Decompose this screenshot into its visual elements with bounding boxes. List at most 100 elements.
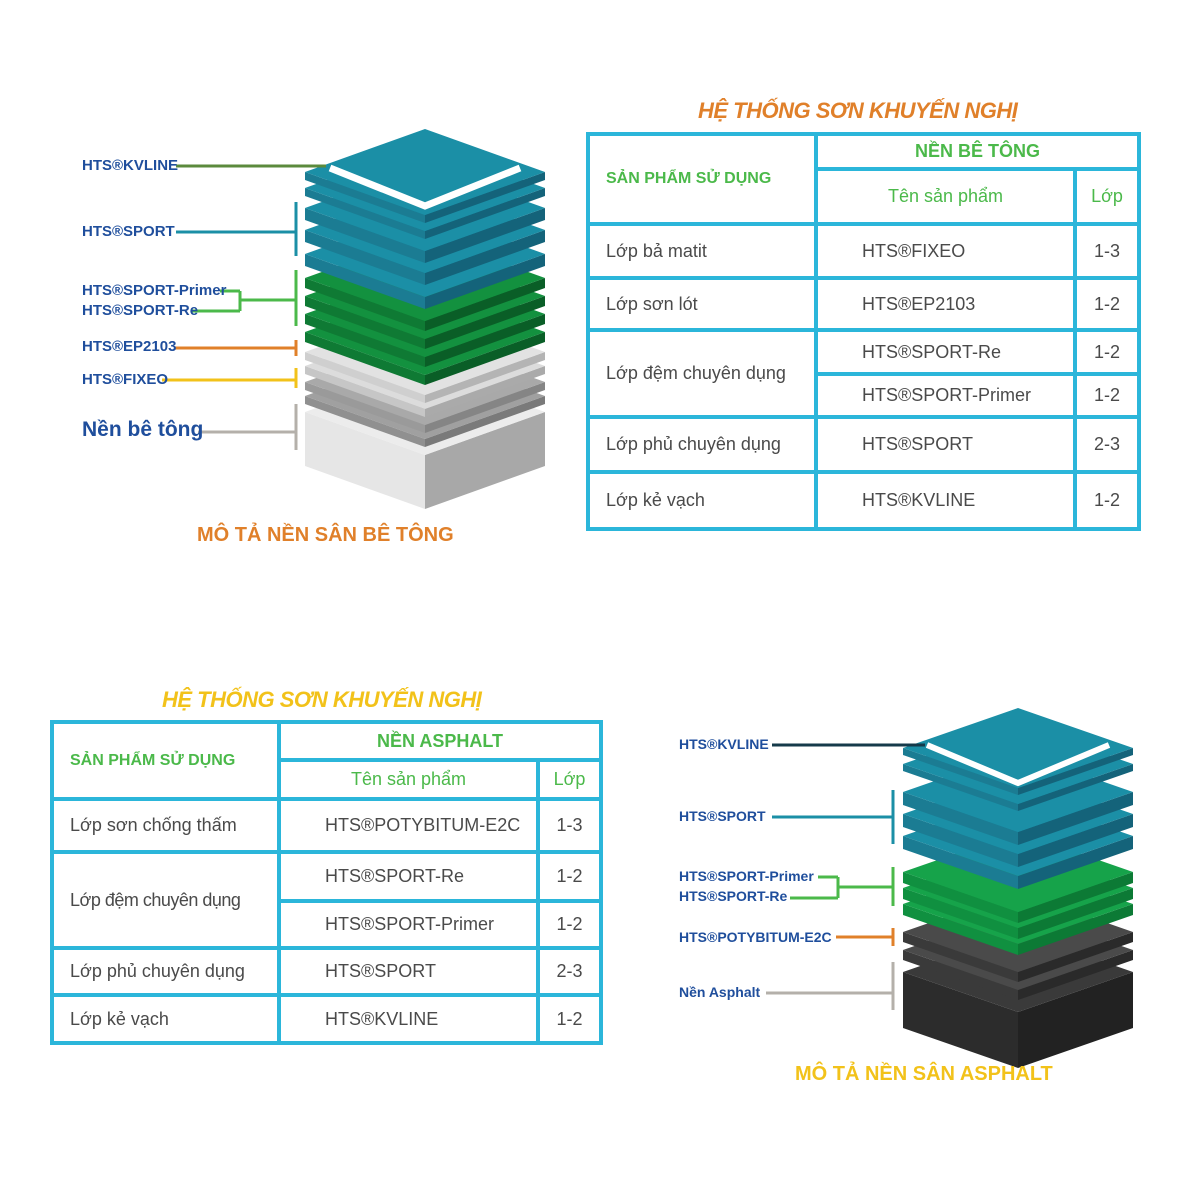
concrete-kvline-layer-top-face bbox=[305, 129, 545, 215]
label-fixeo: HTS®FIXEO bbox=[82, 371, 169, 388]
col-header-coats: Lớp bbox=[1072, 167, 1142, 226]
label-kvline: HTS®KVLINE bbox=[82, 157, 179, 174]
asphalt-sport-re-layer-right-face bbox=[1018, 872, 1133, 923]
asphalt-sport-primer-layer-left-face bbox=[903, 904, 1018, 955]
cell-product: HTS®SPORT-Primer bbox=[277, 899, 540, 950]
concrete-sport-re-layer-right-face bbox=[425, 278, 545, 331]
concrete-sport-primer-layer-right-face bbox=[425, 332, 545, 385]
cell-product: HTS®EP2103 bbox=[814, 276, 1077, 332]
asphalt-title: HỆ THỐNG SƠN KHUYẾN NGHỊ bbox=[162, 687, 482, 712]
concrete-sport-primer-layer-right-face bbox=[425, 314, 545, 367]
label-sport-primer: HTS®SPORT-Primer bbox=[679, 868, 814, 884]
concrete-sport-primer-layer-left-face bbox=[305, 332, 425, 385]
cell-coats: 1-2 bbox=[536, 899, 603, 950]
asphalt-potybitum-layer-left-face bbox=[903, 932, 1018, 982]
concrete-fixeo-layer-left-face bbox=[305, 396, 425, 447]
label-concrete-base: Nền bê tông bbox=[82, 418, 204, 441]
asphalt-potybitum-layer-right-face bbox=[1018, 932, 1133, 982]
concrete-sport-layer-left-face bbox=[305, 254, 425, 309]
cell-layer: Lớp phủ chuyên dụng bbox=[50, 946, 281, 997]
cell-coats: 1-2 bbox=[536, 850, 603, 903]
asphalt-sport-primer-layer-right-face bbox=[1018, 904, 1133, 955]
asphalt-sport-layer-right-face bbox=[1018, 814, 1133, 867]
asphalt-asphalt-block-right-face bbox=[1018, 972, 1133, 1068]
asphalt-sport-layer-left-face bbox=[903, 814, 1018, 867]
table-row: Lớp đệm chuyên dụng HTS®SPORT-Re 1-2 bbox=[50, 850, 603, 950]
cell-product: HTS®SPORT bbox=[277, 946, 540, 997]
cell-layer: Lớp sơn chống thấm bbox=[50, 797, 281, 854]
concrete-kvline-layer-right-face bbox=[425, 172, 545, 223]
table-row: Lớp kẻ vạch HTS®KVLINE 1-2 bbox=[586, 470, 1142, 531]
cell-layer: Lớp kẻ vạch bbox=[586, 470, 818, 531]
concrete-fixeo-layer-right-face bbox=[425, 382, 545, 433]
concrete-ep2103-layer-right-face bbox=[425, 366, 545, 417]
table-row: Lớp sơn lót HTS®EP2103 1-2 bbox=[586, 276, 1142, 332]
cell-coats: 1-2 bbox=[1072, 470, 1142, 531]
cell-coats: 2-3 bbox=[1072, 415, 1142, 474]
table-row: Lớp đệm chuyên dụng HTS®SPORT-Re 1-2 bbox=[586, 328, 1142, 419]
asphalt-sport-layer-left-face bbox=[903, 792, 1018, 845]
concrete-sport-layer-right-face bbox=[425, 254, 545, 309]
cell-product: HTS®FIXEO bbox=[814, 222, 1077, 280]
concrete-sport-primer-layer-left-face bbox=[305, 314, 425, 367]
cell-product: HTS®SPORT bbox=[814, 415, 1077, 474]
asphalt-kvline-layer-left-face bbox=[903, 764, 1018, 811]
concrete-ep2103-layer-left-face bbox=[305, 366, 425, 417]
asphalt-kvline-layer-right-face bbox=[1018, 764, 1133, 811]
cell-product: HTS®SPORT-Re bbox=[277, 850, 540, 903]
concrete-sport-layer-left-face bbox=[305, 188, 425, 239]
concrete-spec-table: SẢN PHẨM SỬ DỤNG NỀN BÊ TÔNG Tên sản phẩ… bbox=[586, 132, 1142, 531]
cell-product: HTS®KVLINE bbox=[814, 470, 1077, 531]
concrete-fixeo-layer-right-face bbox=[425, 396, 545, 447]
label-sport-re: HTS®SPORT-Re bbox=[82, 302, 199, 319]
table-row: Lớp bả matit HTS®FIXEO 1-3 bbox=[586, 222, 1142, 280]
cell-layer: Lớp đệm chuyên dụng bbox=[50, 850, 281, 950]
concrete-fixeo-layer-left-face bbox=[305, 382, 425, 433]
cell-layer: Lớp phủ chuyên dụng bbox=[586, 415, 818, 474]
label-ep2103: HTS®EP2103 bbox=[82, 338, 177, 355]
cell-layer: Lớp kẻ vạch bbox=[50, 993, 281, 1045]
cell-product: HTS®POTYBITUM-E2C bbox=[277, 797, 540, 854]
table-row: Lớp kẻ vạch HTS®KVLINE 1-2 bbox=[50, 993, 603, 1045]
concrete-sport-re-layer-left-face bbox=[305, 296, 425, 349]
asphalt-potybitum-layer-left-face bbox=[903, 950, 1018, 1000]
asphalt-kvline-layer-right-face bbox=[1018, 748, 1133, 795]
concrete-ep2103-layer-right-face bbox=[425, 352, 545, 403]
cell-coats: 2-3 bbox=[536, 946, 603, 997]
concrete-concrete-block-left-face bbox=[305, 412, 425, 509]
cell-product: HTS®KVLINE bbox=[277, 993, 540, 1045]
cell-product: HTS®SPORT-Primer bbox=[814, 372, 1077, 419]
asphalt-sport-primer-layer-right-face bbox=[1018, 888, 1133, 939]
col-header-products: SẢN PHẨM SỬ DỤNG bbox=[50, 720, 281, 801]
asphalt-kvline-white-line bbox=[925, 742, 1111, 787]
asphalt-caption: MÔ TẢ NỀN SÂN ASPHALT bbox=[795, 1063, 1053, 1085]
concrete-sport-layer-right-face bbox=[425, 230, 545, 285]
cell-layer: Lớp sơn lót bbox=[586, 276, 818, 332]
asphalt-spec-table: SẢN PHẨM SỬ DỤNG NỀN ASPHALT Tên sản phẩ… bbox=[50, 720, 603, 1045]
asphalt-sport-re-layer-left-face bbox=[903, 872, 1018, 923]
concrete-ep2103-layer-left-face bbox=[305, 352, 425, 403]
label-kvline: HTS®KVLINE bbox=[679, 736, 769, 752]
group-header: NỀN ASPHALT bbox=[277, 720, 603, 762]
concrete-caption: MÔ TẢ NỀN SÂN BÊ TÔNG bbox=[197, 524, 454, 546]
cell-coats: 1-2 bbox=[1072, 276, 1142, 332]
label-sport: HTS®SPORT bbox=[679, 808, 766, 824]
concrete-title: HỆ THỐNG SƠN KHUYẾN NGHỊ bbox=[698, 98, 1018, 123]
cell-coats: 1-2 bbox=[1072, 372, 1142, 419]
cell-coats: 1-2 bbox=[1072, 328, 1142, 376]
table-row: Lớp phủ chuyên dụng HTS®SPORT 2-3 bbox=[50, 946, 603, 997]
asphalt-asphalt-block-left-face bbox=[903, 972, 1018, 1068]
concrete-concrete-block-right-face bbox=[425, 412, 545, 509]
cell-product: HTS®SPORT-Re bbox=[814, 328, 1077, 376]
concrete-sport-layer-right-face bbox=[425, 188, 545, 239]
asphalt-sport-primer-layer-left-face bbox=[903, 888, 1018, 939]
label-sport-re: HTS®SPORT-Re bbox=[679, 888, 788, 904]
concrete-sport-layer-left-face bbox=[305, 208, 425, 263]
table-row: HTS®SPORT-Primer 1-2 bbox=[588, 372, 1142, 419]
cell-coats: 1-3 bbox=[536, 797, 603, 854]
cell-coats: 1-2 bbox=[536, 993, 603, 1045]
asphalt-potybitum-layer-right-face bbox=[1018, 950, 1133, 1000]
asphalt-sport-layer-right-face bbox=[1018, 836, 1133, 889]
